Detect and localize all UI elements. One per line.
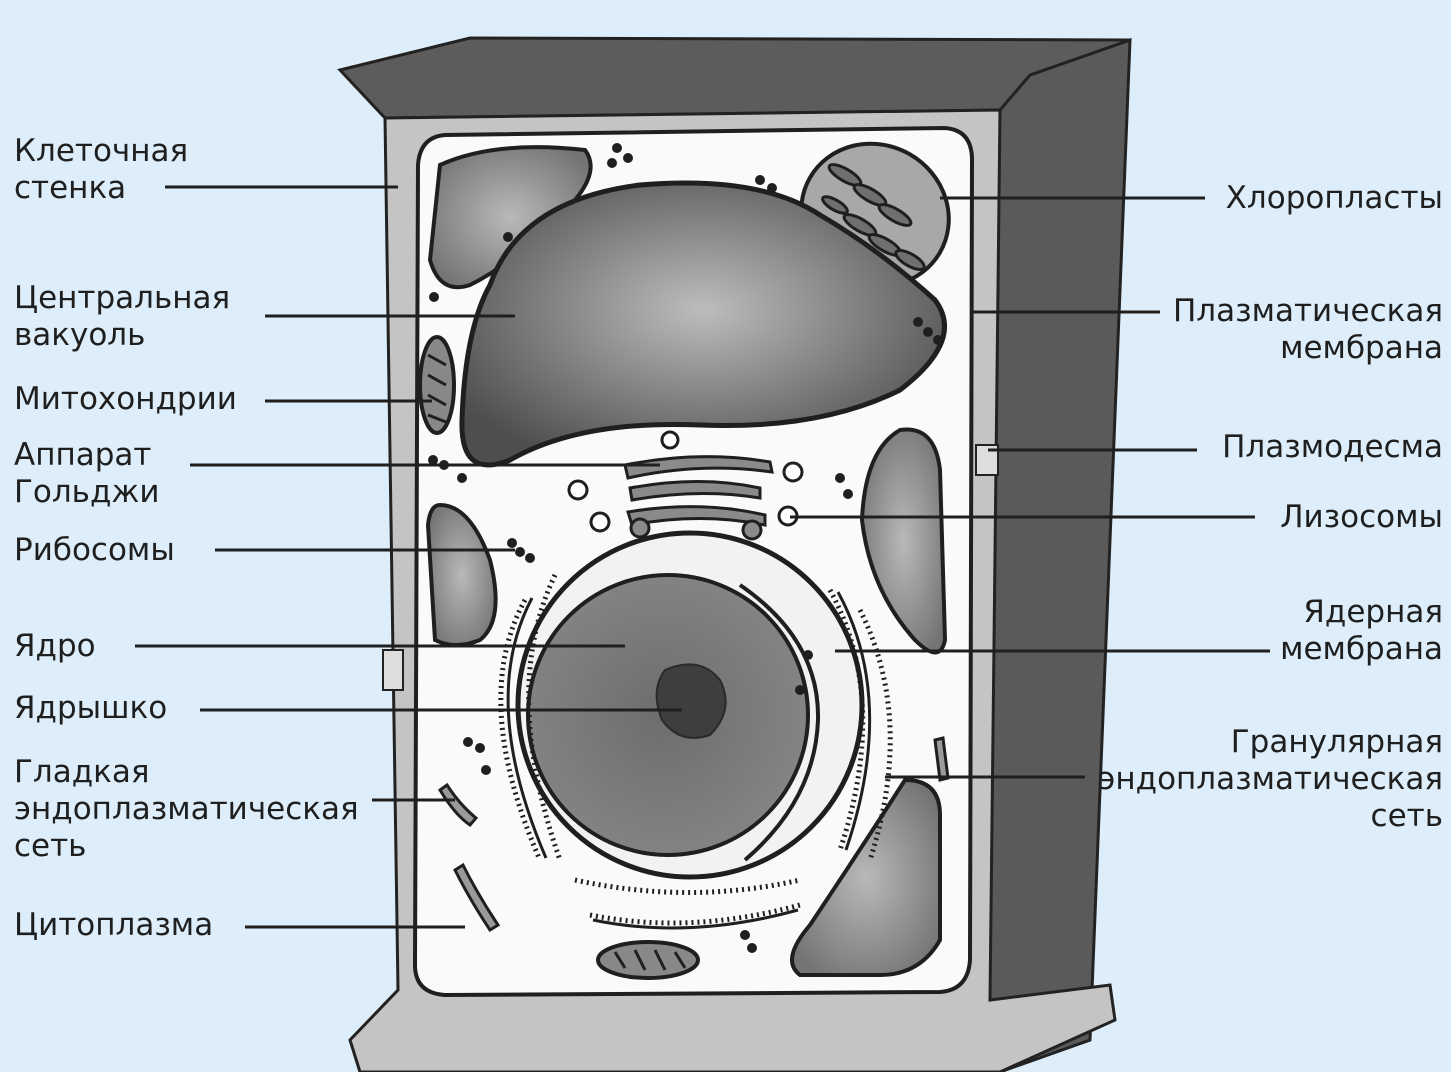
label-smooth-er: Гладкая эндоплазматическая сеть: [14, 754, 359, 865]
label-nucleolus: Ядрышко: [14, 690, 167, 727]
label-rough-er: Гранулярная эндоплазматическая сеть: [1098, 724, 1443, 835]
label-central-vacuole: Центральная вакуоль: [14, 280, 230, 354]
plasmodesma-left: [383, 650, 403, 690]
label-mitochondria: Митохондрии: [14, 381, 237, 418]
mitochondrion-left: [420, 337, 454, 433]
nucleolus: [657, 664, 726, 737]
label-chloroplasts: Хлоропласты: [1226, 180, 1443, 217]
label-ribosomes: Рибосомы: [14, 532, 175, 569]
label-lysosomes: Лизосомы: [1280, 499, 1443, 536]
label-plasmodesma: Плазмодесма: [1222, 429, 1443, 466]
mitochondrion-bottom: [598, 942, 698, 978]
label-nucleus: Ядро: [14, 628, 96, 665]
label-golgi: Аппарат Гольджи: [14, 437, 159, 511]
label-cell-wall: Клеточная стенка: [14, 133, 188, 207]
label-nuclear-membrane: Ядерная мембрана: [1280, 594, 1443, 668]
label-cytoplasm: Цитоплазма: [14, 907, 213, 944]
cell-wall-side: [980, 40, 1130, 1072]
label-plasma-membrane: Плазматическая мембрана: [1173, 293, 1443, 367]
